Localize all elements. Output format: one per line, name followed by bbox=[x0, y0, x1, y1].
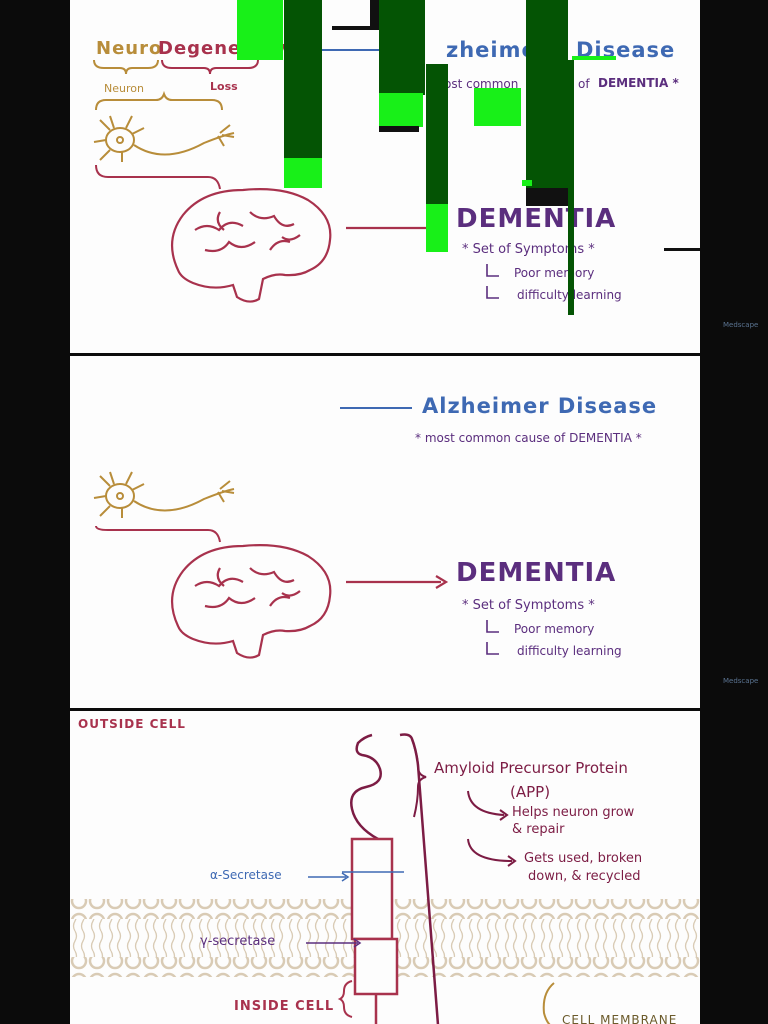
app-point-1-line1: Helps neuron grow bbox=[512, 805, 635, 820]
symptom-arrow-1 bbox=[486, 264, 499, 277]
subtitle: * most common cause of DEMENTIA * bbox=[415, 431, 642, 445]
glitch-block bbox=[284, 158, 322, 188]
glitch-block bbox=[526, 0, 568, 190]
app-cylinder bbox=[350, 837, 394, 941]
slide-panel-1: Neuro Degenerative Neuron Loss zheime Di… bbox=[70, 0, 700, 353]
symptoms-heading: * Set of Symptoms * bbox=[462, 242, 595, 257]
title-alzheimer-partial: zheime bbox=[446, 38, 537, 62]
app-point-arrow-2 bbox=[467, 838, 513, 862]
symptom-poor-memory: Poor memory bbox=[514, 622, 595, 636]
slide-panel-3: OUTSIDE CELL Amyloid Precursor Protein (… bbox=[70, 711, 700, 1024]
app-title-line2: (APP) bbox=[510, 783, 551, 801]
glitch-block bbox=[664, 248, 700, 251]
watermark-1: Medscape bbox=[723, 321, 759, 329]
glitch-block bbox=[379, 0, 425, 95]
glitch-block bbox=[426, 64, 448, 204]
app-point-arrow-1 bbox=[467, 790, 505, 816]
brain-drawing bbox=[171, 544, 332, 659]
subtitle-dementia: DEMENTIA * bbox=[598, 76, 679, 90]
neuron-drawing bbox=[93, 471, 235, 518]
glitch-block bbox=[474, 88, 521, 126]
alpha-secretase-label: α-Secretase bbox=[210, 868, 282, 882]
inside-cell-label: INSIDE CELL bbox=[234, 999, 335, 1014]
loss-bracket bbox=[161, 59, 259, 75]
symptom-poor-memory: Poor memory bbox=[514, 266, 595, 280]
label-neuron: Neuron bbox=[104, 82, 144, 95]
neuron-drawing bbox=[93, 115, 235, 162]
glitch-block bbox=[522, 180, 532, 186]
app-point-2-line1: Gets used, broken bbox=[524, 851, 643, 866]
symptom-difficulty-learning: difficulty learning bbox=[517, 644, 622, 658]
cell-membrane-pointer bbox=[542, 982, 555, 1024]
label-loss: Loss bbox=[210, 80, 238, 93]
panel3-drawing bbox=[70, 733, 700, 1024]
gamma-secretase-label: γ-secretase bbox=[200, 934, 276, 949]
loss-to-brain-bracket bbox=[95, 164, 221, 190]
glitch-block bbox=[572, 56, 616, 60]
cell-membrane-label: CELL MEMBRANE bbox=[562, 1013, 678, 1024]
app-bracket bbox=[399, 733, 440, 1024]
watermark-2: Medscape bbox=[723, 677, 759, 685]
glitch-block bbox=[426, 204, 448, 252]
panel1-drawing bbox=[93, 49, 499, 303]
subtitle-of: of bbox=[578, 77, 590, 91]
glitch-block bbox=[237, 0, 283, 60]
app-point-2-line2: down, & recycled bbox=[528, 869, 641, 884]
app-point-1-line2: & repair bbox=[512, 822, 565, 837]
symptom-arrow-1 bbox=[486, 620, 499, 633]
symptoms-heading: * Set of Symptoms * bbox=[462, 598, 595, 613]
subtitle-partial: ost common bbox=[444, 77, 519, 91]
glitch-block bbox=[379, 126, 419, 132]
title-alzheimer-disease: Alzheimer Disease bbox=[422, 394, 658, 418]
outside-cell-label: OUTSIDE CELL bbox=[78, 717, 186, 731]
glitch-block bbox=[526, 188, 568, 206]
glitch-block bbox=[370, 0, 380, 30]
loss-to-brain-bracket bbox=[95, 525, 221, 543]
symptom-arrow-2 bbox=[486, 642, 499, 655]
neuron-top-bracket bbox=[95, 90, 223, 111]
app-title-line1: Amyloid Precursor Protein bbox=[434, 759, 628, 777]
app-squiggle bbox=[350, 733, 382, 841]
word-neuro: Neuro bbox=[96, 38, 163, 59]
brain-drawing bbox=[171, 188, 332, 303]
glitch-block bbox=[332, 26, 378, 30]
symptom-arrow-2 bbox=[486, 286, 499, 299]
dementia-heading: DEMENTIA bbox=[456, 204, 617, 234]
app-brace bbox=[411, 738, 427, 818]
app-lower-segment bbox=[353, 937, 399, 996]
slide-panel-2: Alzheimer Disease * most common cause of… bbox=[70, 356, 700, 708]
neuro-bracket bbox=[93, 59, 159, 75]
inside-cell-brace bbox=[337, 980, 353, 1018]
glitch-block bbox=[284, 0, 322, 160]
dementia-heading: DEMENTIA bbox=[456, 558, 617, 588]
panel2-drawing bbox=[93, 407, 499, 659]
glitch-block bbox=[568, 60, 574, 315]
glitch-block bbox=[379, 93, 423, 127]
